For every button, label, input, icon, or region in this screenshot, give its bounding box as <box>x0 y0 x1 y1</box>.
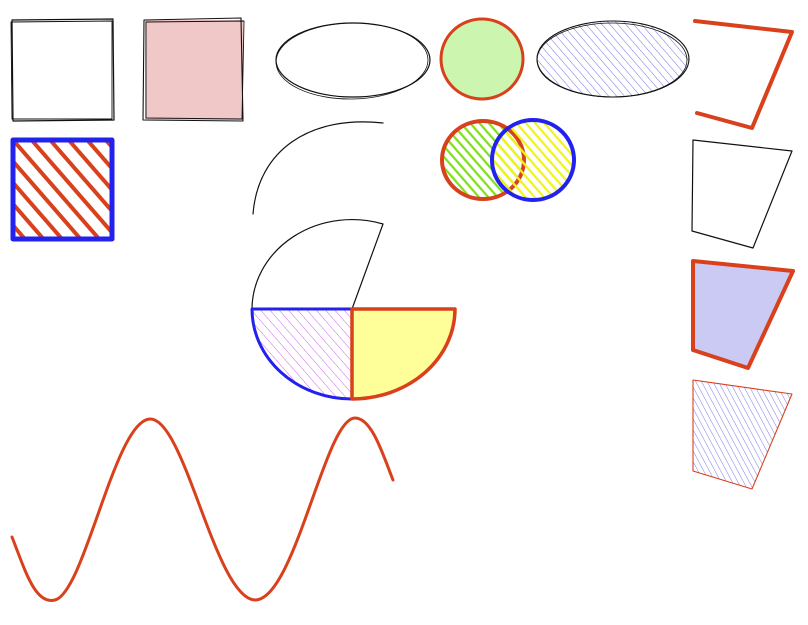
hatched-trapezoid <box>692 379 793 490</box>
red-polyline <box>693 19 794 130</box>
violet-hatched-sector <box>252 309 352 399</box>
sine-wave <box>10 416 395 602</box>
yellow-hatched-circle <box>492 120 574 200</box>
hatched-ellipse <box>536 20 690 98</box>
green-circle <box>439 17 525 101</box>
yellow-sector <box>352 309 455 399</box>
pink-square <box>142 17 245 122</box>
striped-square <box>10 137 115 242</box>
lavender-trapezoid <box>691 259 795 370</box>
outline-sector <box>251 218 384 310</box>
plain-square <box>10 18 115 122</box>
plain-ellipse <box>275 22 431 100</box>
outline-trapezoid <box>691 139 793 249</box>
overlapping-circles <box>440 118 576 202</box>
open-arc <box>252 121 384 215</box>
pie-sectors <box>250 218 457 401</box>
